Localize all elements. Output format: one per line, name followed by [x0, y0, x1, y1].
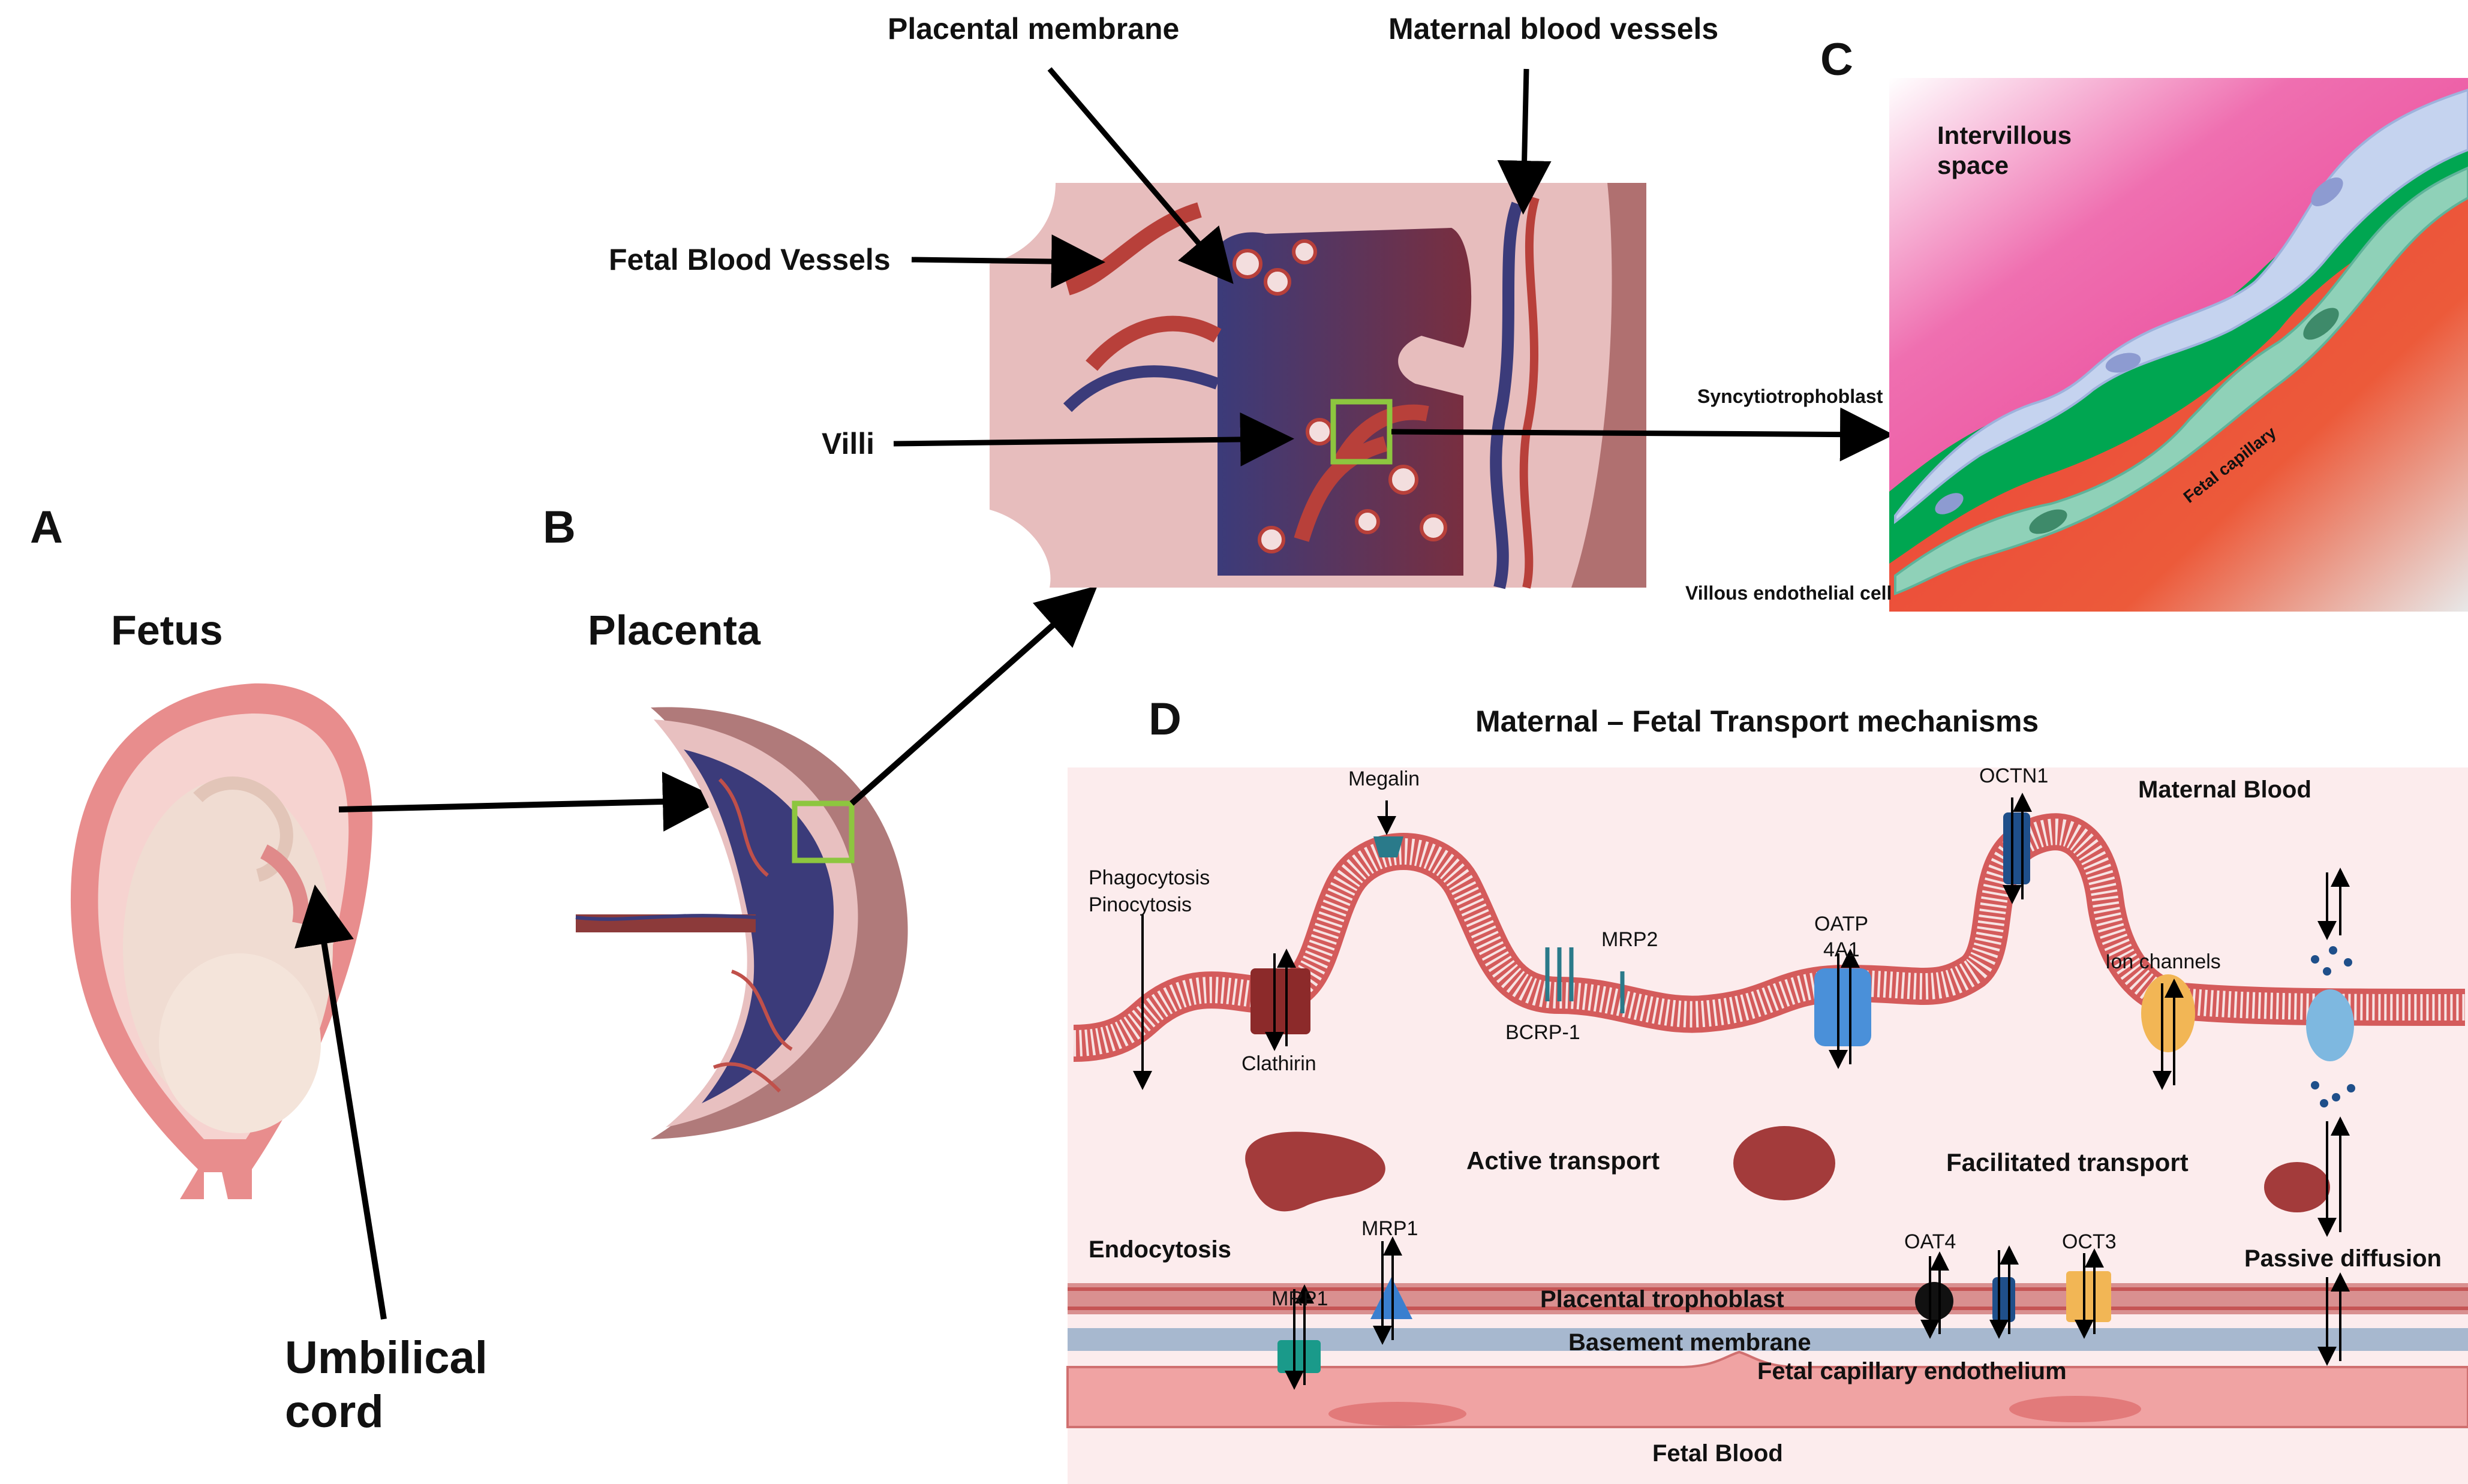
oatp-protein — [1814, 968, 1871, 1046]
umbilical-cord-label-1: Umbilical — [285, 1332, 488, 1383]
rbc-3 — [2264, 1162, 2330, 1212]
placenta-vessels — [713, 778, 793, 1093]
fetus-title: Fetus — [111, 607, 223, 654]
mrp1-top-label: MRP1 — [1361, 1217, 1418, 1240]
c-nuclei-teal — [2029, 308, 2339, 534]
arrow-maternal-vessels — [1497, 68, 1552, 215]
panel-c-letter: C — [1820, 34, 1853, 85]
endothelium-nucleus-2 — [2009, 1396, 2141, 1422]
transporter-navy-protein — [1992, 1277, 2015, 1322]
maternal-blood-vessels-label: Maternal blood vessels — [1388, 12, 1718, 46]
clathirin-label: Clathirin — [1241, 1052, 1316, 1075]
basement-membrane-label: Basement membrane — [1568, 1329, 1811, 1356]
passive-channel — [2306, 989, 2354, 1061]
intervillous-label-2: space — [1937, 151, 2009, 179]
clathirin-protein — [1250, 968, 1310, 1034]
endothelium-nucleus-1 — [1328, 1402, 1466, 1426]
panel-c: C Intervillous space Syncytiotrophoblast… — [1685, 34, 2468, 612]
oat4-label: OAT4 — [1904, 1230, 1956, 1253]
pinocytosis-label: Pinocytosis — [1089, 893, 1192, 916]
oatp-label-2: 4A1 — [1823, 938, 1860, 961]
placental-membrane-label: Placental membrane — [888, 12, 1179, 46]
fetus-illustration — [70, 683, 372, 1199]
arrow-placenta-to-zoom — [849, 585, 1098, 806]
arrow-umbilical-cord — [294, 884, 387, 1320]
zoom-villi — [1233, 239, 1447, 553]
zoom-panel: Placental membrane Maternal blood vessel… — [609, 12, 1894, 589]
placenta-title: Placenta — [588, 607, 761, 654]
rbc-2 — [1733, 1126, 1835, 1200]
megalin-protein — [1373, 836, 1403, 857]
bcrp1-protein — [1545, 947, 1574, 1001]
facilitated-transport-label: Facilitated transport — [1946, 1148, 2189, 1176]
zoom-maternal-vessels — [1063, 201, 1523, 589]
fetal-capillary-endothelium-label: Fetal capillary endothelium — [1757, 1358, 2067, 1384]
arrow-placental-membrane — [1047, 67, 1234, 284]
placenta-cord-vein — [575, 914, 756, 921]
phagocytosis-label: Phagocytosis — [1089, 866, 1210, 889]
intervillous-label-1: Intervillous — [1937, 121, 2072, 149]
placental-trophoblast-label: Placental trophoblast — [1540, 1286, 1784, 1313]
fetus-head — [159, 953, 321, 1133]
passive-diffusion-label: Passive diffusion — [2244, 1245, 2442, 1272]
mrp1-left-label: MRP1 — [1271, 1287, 1328, 1310]
octn1-label: OCTN1 — [1979, 764, 2048, 787]
zoom-maternal-artery — [1519, 196, 1540, 589]
panel-d-title: Maternal – Fetal Transport mechanisms — [1475, 705, 2039, 738]
placenta-illustration — [575, 707, 908, 1139]
umbilical-cord-label-2: cord — [285, 1386, 384, 1437]
maternal-blood-label: Maternal Blood — [2138, 776, 2311, 803]
placenta-zoom-box — [792, 800, 855, 863]
passive-molecules — [2311, 946, 2355, 1107]
panel-b: B Placenta — [543, 502, 1098, 1139]
endocytosis-label: Endocytosis — [1089, 1236, 1231, 1263]
intervillous-space-region — [1889, 78, 2468, 492]
ion-channel-protein — [2141, 974, 2195, 1052]
panel-a: A Fetus Umbilical cord — [30, 502, 723, 1437]
zoom-villus-box — [1330, 399, 1393, 465]
fetal-blood-label: Fetal Blood — [1652, 1440, 1783, 1467]
mrp1-left-protein — [1277, 1340, 1321, 1373]
bcrp1-label: BCRP-1 — [1505, 1021, 1580, 1044]
panel-b-letter: B — [543, 502, 576, 553]
panel-d-letter: D — [1149, 694, 1182, 745]
oat4-protein — [1915, 1282, 1953, 1320]
oct3-label: OCT3 — [2062, 1230, 2117, 1253]
panel-a-letter: A — [30, 502, 63, 553]
villous-endothelial-cells — [1894, 166, 2468, 595]
zoom-outer-wall — [1571, 183, 1646, 588]
rbc-1 — [1245, 1131, 1385, 1212]
syncytiotrophoblast-label: Syncytiotrophoblast — [1697, 386, 1883, 407]
fetal-blood-vessels-label: Fetal Blood Vessels — [609, 243, 891, 276]
megalin-label: Megalin — [1348, 767, 1420, 790]
oct3-protein — [2066, 1271, 2111, 1322]
arrow-to-panel-c — [1391, 407, 1894, 462]
panel-d: D Maternal – Fetal Transport mechanisms — [1066, 694, 2468, 1484]
arrow-fetal-vessels — [911, 234, 1105, 289]
active-transport-label: Active transport — [1466, 1146, 1660, 1175]
villous-endothelial-label: Villous endothelial cell — [1685, 582, 1892, 604]
c-nuclei-blue — [1935, 177, 2343, 514]
arrow-fetus-to-placenta — [338, 771, 723, 832]
ion-channels-label: Ion channels — [2105, 950, 2221, 973]
octn1-protein — [2003, 812, 2030, 884]
villi-label: Villi — [822, 427, 874, 460]
arrow-villi — [893, 412, 1294, 466]
mrp2-label: MRP2 — [1601, 928, 1658, 951]
zoom-fetal-vessels — [1065, 202, 1429, 542]
oatp-label-1: OATP — [1814, 913, 1868, 935]
